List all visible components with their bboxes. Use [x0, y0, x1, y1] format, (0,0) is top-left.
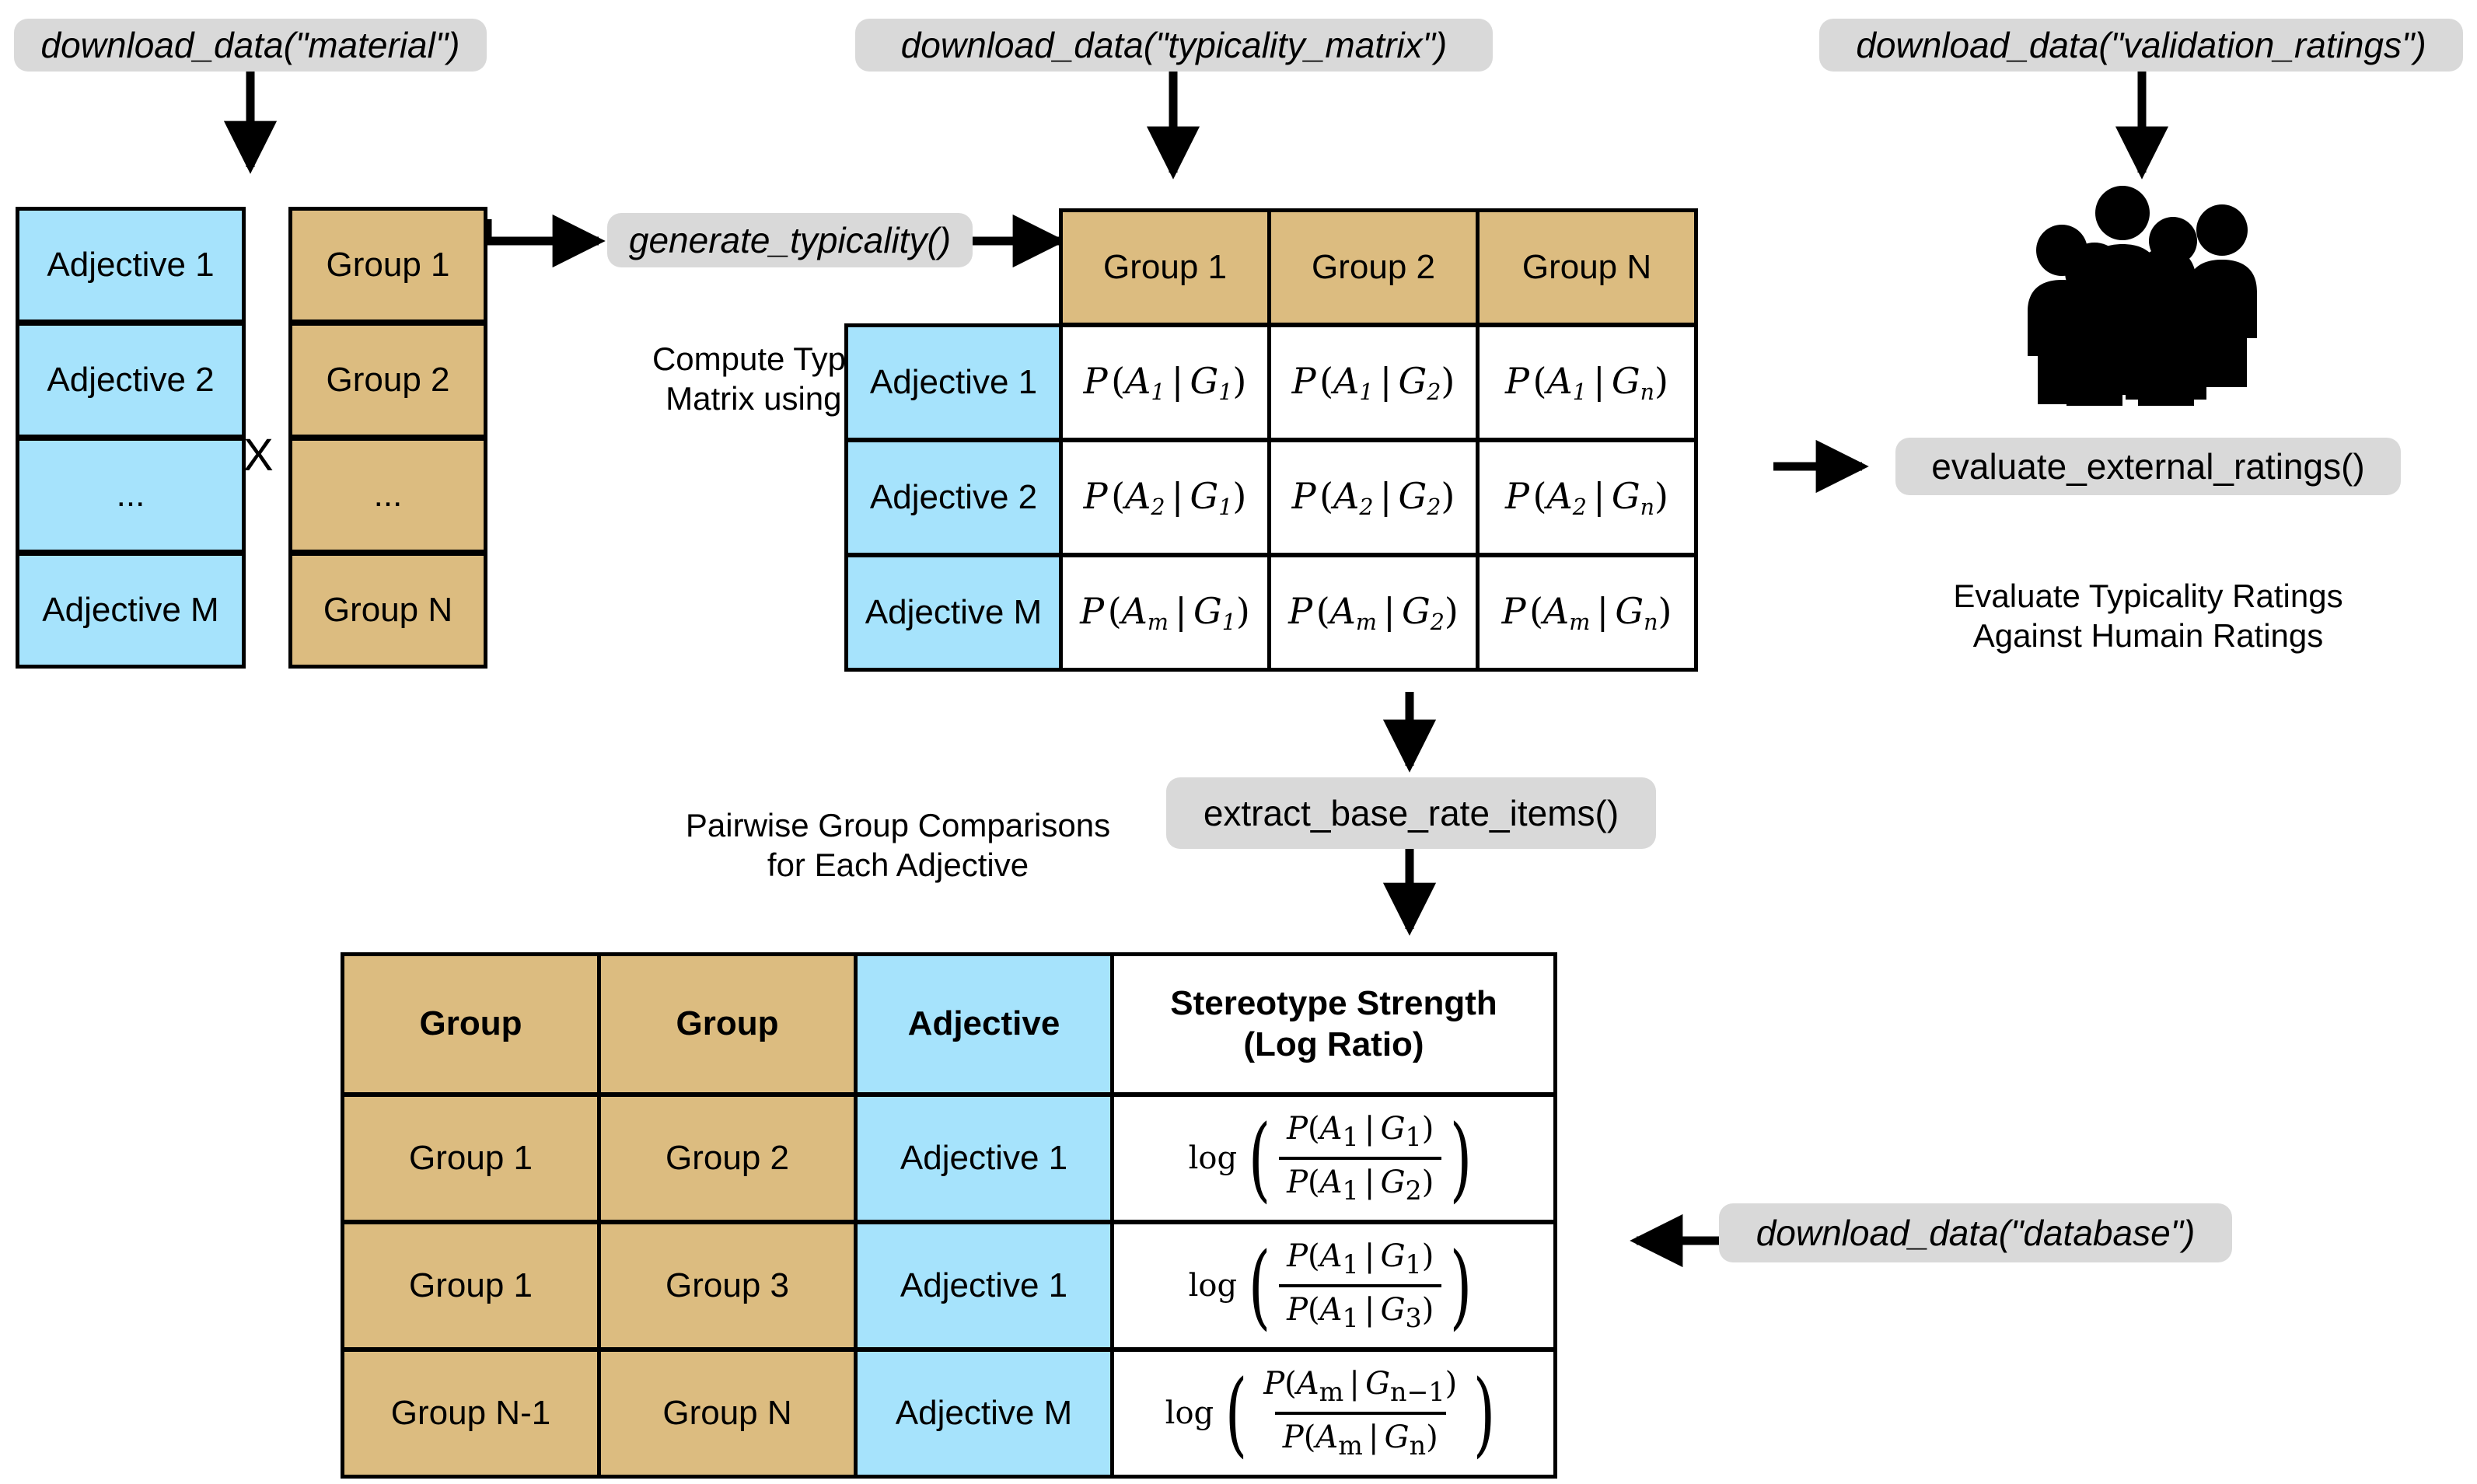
results-table-cell: Group 1	[341, 1220, 601, 1351]
matrix-row-header: Adjective M	[844, 553, 1063, 672]
matrix-cell-formula: P (A2|G1)	[1083, 475, 1247, 520]
matrix-cell: P (A2|G1)	[1059, 438, 1271, 557]
matrix-row-header: Adjective 1	[844, 323, 1063, 442]
log-ratio-formula: log( P(A1|G1) P(A1|G2) )	[1188, 1104, 1473, 1212]
matrix-cell-formula: P (Am|G2)	[1288, 590, 1459, 635]
results-table-formula-cell: log( P(A1|G1) P(A1|G3) )	[1110, 1220, 1557, 1351]
group-item-label: Group N	[323, 591, 453, 629]
group-item-label: Group 1	[326, 246, 450, 284]
matrix-cell-formula: P (Am|Gn)	[1501, 590, 1672, 635]
matrix-row-header: Adjective 2	[844, 438, 1063, 557]
download-typicality-matrix-pill[interactable]: download_data("typicality_matrix")	[855, 19, 1493, 72]
matrix-cell: P (A1|G1)	[1059, 323, 1271, 442]
results-table-cell: Adjective M	[854, 1348, 1114, 1479]
results-table-cell: Group 2	[597, 1093, 858, 1224]
results-table-header: Group	[341, 952, 601, 1096]
results-table-cell: Adjective 1	[854, 1093, 1114, 1224]
matrix-cell: P (Am|G2)	[1267, 553, 1480, 672]
download-database-pill[interactable]: download_data("database")	[1719, 1203, 2232, 1262]
group-item-label: ...	[373, 476, 403, 514]
generate-typicality-pill[interactable]: generate_typicality()	[607, 213, 973, 267]
results-table-cell: Group 1	[341, 1093, 601, 1224]
download-typicality-matrix-label: download_data("typicality_matrix")	[900, 25, 1448, 65]
extract-base-rate-items-pill[interactable]: extract_base_rate_items()	[1166, 777, 1656, 849]
group-column-item: Group N	[288, 552, 487, 669]
adjective-column-item: Adjective 1	[16, 207, 246, 323]
adjective-column-item: Adjective 2	[16, 322, 246, 438]
evaluate-external-ratings-label: evaluate_external_ratings()	[1931, 446, 2365, 487]
matrix-cell: P (A1|G2)	[1267, 323, 1480, 442]
cross-product-symbol: X	[243, 430, 274, 480]
group-item-label: Group 2	[326, 361, 450, 399]
download-material-label: download_data("material")	[40, 25, 460, 65]
results-table-formula-cell: log( P(A1|G1) P(A1|G2) )	[1110, 1093, 1557, 1224]
matrix-cell: P (A1|Gn)	[1476, 323, 1698, 442]
results-table-cell: Adjective 1	[854, 1220, 1114, 1351]
group-column-item: Group 1	[288, 207, 487, 323]
results-table-cell: Group N	[597, 1348, 858, 1479]
matrix-cell-formula: P (Am|G1)	[1080, 590, 1250, 635]
adjective-column-item: ...	[16, 437, 246, 553]
group-column-item: ...	[288, 437, 487, 553]
evaluate-external-ratings-pill[interactable]: evaluate_external_ratings()	[1895, 438, 2401, 495]
group-column-item: Group 2	[288, 322, 487, 438]
matrix-column-header: Group 2	[1267, 208, 1480, 326]
log-ratio-formula: log( P(Am|Gn−1) P(Am|Gn) )	[1165, 1359, 1496, 1467]
download-validation-ratings-pill[interactable]: download_data("validation_ratings")	[1819, 19, 2463, 72]
matrix-cell: P (A2|Gn)	[1476, 438, 1698, 557]
adjective-item-label: Adjective 2	[47, 361, 215, 399]
matrix-cell-formula: P (A2|Gn)	[1505, 475, 1668, 520]
results-table-cell: Group 3	[597, 1220, 858, 1351]
log-ratio-formula: log( P(A1|G1) P(A1|G3) )	[1188, 1231, 1473, 1339]
matrix-cell: P (A2|G2)	[1267, 438, 1480, 557]
download-database-label: download_data("database")	[1756, 1213, 2196, 1253]
results-table-cell: Group N-1	[341, 1348, 601, 1479]
results-table-header: Stereotype Strength (Log Ratio)	[1110, 952, 1557, 1096]
matrix-cell-formula: P (A1|G1)	[1083, 360, 1247, 405]
matrix-cell: P (Am|G1)	[1059, 553, 1271, 672]
adjective-item-label: ...	[116, 476, 145, 514]
extract-base-rate-items-label: extract_base_rate_items()	[1203, 793, 1619, 833]
matrix-column-header: Group 1	[1059, 208, 1271, 326]
results-table-header: Adjective	[854, 952, 1114, 1096]
matrix-cell-formula: P (A1|G2)	[1291, 360, 1455, 405]
people-group-icon	[2014, 180, 2270, 456]
generate-typicality-label: generate_typicality()	[628, 220, 952, 260]
pairwise-comparisons-caption: Pairwise Group Comparisons for Each Adje…	[685, 807, 1111, 884]
adjective-column-item: Adjective M	[16, 552, 246, 669]
evaluate-against-humans-caption: Evaluate Typicality Ratings Against Huma…	[1953, 578, 2343, 655]
adjective-item-label: Adjective 1	[47, 246, 215, 284]
adjective-item-label: Adjective M	[42, 591, 219, 629]
download-validation-ratings-label: download_data("validation_ratings")	[1856, 25, 2426, 65]
matrix-cell-formula: P (A2|G2)	[1291, 475, 1455, 520]
results-table-formula-cell: log( P(Am|Gn−1) P(Am|Gn) )	[1110, 1348, 1557, 1479]
results-table-header: Group	[597, 952, 858, 1096]
matrix-cell: P (Am|Gn)	[1476, 553, 1698, 672]
download-material-pill[interactable]: download_data("material")	[14, 19, 487, 72]
matrix-column-header: Group N	[1476, 208, 1698, 326]
matrix-cell-formula: P (A1|Gn)	[1505, 360, 1668, 405]
